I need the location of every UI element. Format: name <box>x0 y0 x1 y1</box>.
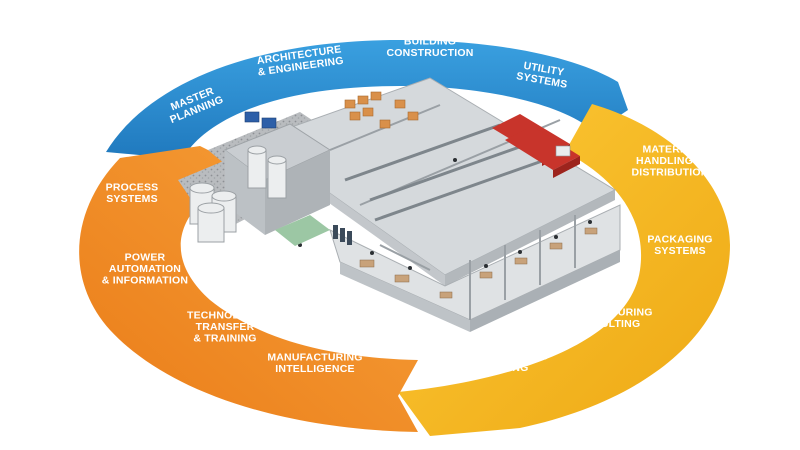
truck-trailers <box>492 114 580 178</box>
label-line: MANUFACTURING <box>557 306 652 318</box>
process-building-side <box>225 150 265 235</box>
label-line: & TRAINING <box>193 333 256 345</box>
factory-illustration <box>178 77 621 332</box>
label-line: SYSTEM ANALYTICS <box>440 350 548 362</box>
label-line: DISTRIBUTION <box>631 167 708 179</box>
blue-trucks <box>244 111 277 129</box>
office-block-front <box>470 250 620 332</box>
conveyor-lines <box>344 123 546 222</box>
pallet-boxes <box>344 91 419 129</box>
factory-wall-front <box>445 190 615 286</box>
ring-segment-yellow <box>398 104 730 436</box>
office-block-left <box>340 262 470 332</box>
label-utility-systems: UTILITYSYSTEMS <box>515 59 570 91</box>
label-line: & MODELING <box>459 362 528 374</box>
label-line: MATERIAL <box>642 144 697 156</box>
ring-segment-blue <box>106 40 628 162</box>
label-line: MANUFACTURING <box>267 351 362 363</box>
label-line: TRANSFER <box>196 321 255 333</box>
label-line: TECHNOLOGY <box>187 310 263 322</box>
label-line: CONSTRUCTION <box>387 47 474 59</box>
label-line: PACKAGING <box>647 233 712 245</box>
label-system-analytics-modeling: SYSTEM ANALYTICS& MODELING <box>440 350 548 374</box>
label-line: INTELLIGENCE <box>275 363 354 375</box>
label-line: CONSULTING <box>570 318 641 330</box>
workers <box>298 158 592 270</box>
label-line: POWER <box>125 252 166 264</box>
process-building-front <box>265 150 330 235</box>
label-line: SYSTEMS <box>654 245 706 257</box>
label-line: BUILDING <box>404 35 456 47</box>
server-racks <box>333 225 352 245</box>
label-line: HANDLING & <box>636 155 704 167</box>
label-line: PROCESS <box>106 181 159 193</box>
ring-segment-orange <box>79 146 419 432</box>
control-room-floor <box>275 215 330 246</box>
label-line: SYSTEMS <box>106 193 158 205</box>
label-line: AUTOMATION <box>109 263 181 275</box>
storage-tanks <box>189 145 287 243</box>
label-line: & INFORMATION <box>102 275 188 287</box>
office-desks <box>359 227 598 299</box>
